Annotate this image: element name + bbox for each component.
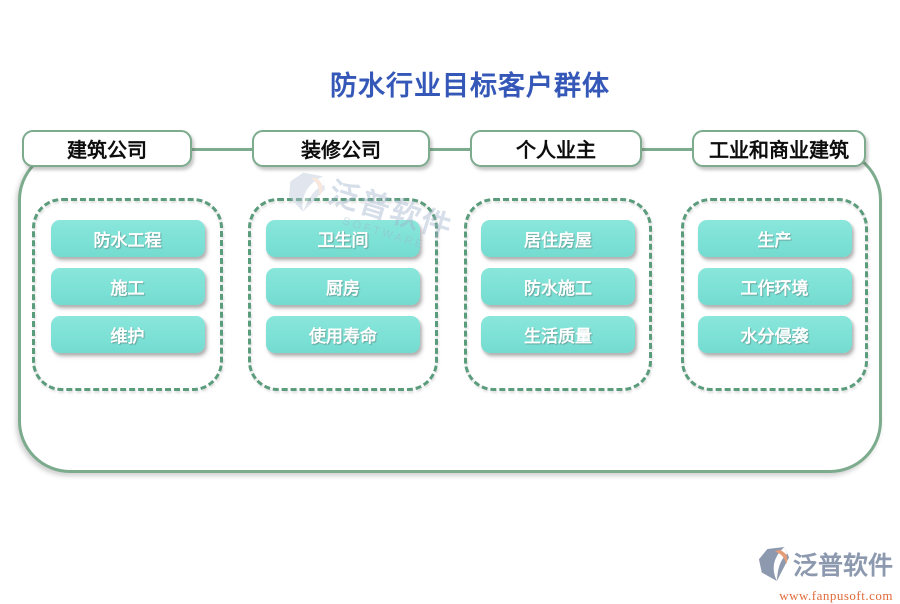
item-button: 防水施工	[481, 268, 635, 305]
item-button: 水分侵袭	[697, 316, 852, 353]
item-button: 居住房屋	[481, 220, 635, 257]
item-button: 生产	[697, 220, 852, 257]
item-button: 厨房	[266, 268, 420, 305]
customer-groups-container	[18, 148, 882, 473]
group-header-construction-company: 建筑公司	[22, 130, 192, 167]
group-box-individual-owner: 居住房屋 防水施工 生活质量	[464, 198, 652, 391]
group-box-industrial-commercial: 生产 工作环境 水分侵袭	[681, 198, 868, 391]
group-header-label: 工业和商业建筑	[709, 140, 849, 162]
item-button: 维护	[50, 316, 205, 353]
page-title: 防水行业目标客户群体	[330, 71, 610, 101]
item-button: 施工	[50, 268, 205, 305]
group-header-industrial-commercial: 工业和商业建筑	[692, 130, 866, 167]
item-button: 工作环境	[697, 268, 852, 305]
fanpu-branding: 泛普软件 www.fanpusoft.com	[758, 546, 893, 604]
item-button: 使用寿命	[266, 316, 420, 353]
item-button: 防水工程	[50, 220, 205, 257]
brand-url: www.fanpusoft.com	[779, 588, 893, 603]
item-button: 卫生间	[266, 220, 420, 257]
group-header-label: 个人业主	[516, 140, 596, 162]
group-box-decoration-company: 卫生间 厨房 使用寿命	[248, 198, 438, 391]
brand-name: 泛普软件	[792, 553, 893, 580]
group-header-label: 装修公司	[301, 140, 381, 162]
group-header-label: 建筑公司	[67, 140, 147, 162]
item-button: 生活质量	[481, 316, 635, 353]
group-header-decoration-company: 装修公司	[252, 130, 430, 167]
group-header-individual-owner: 个人业主	[470, 130, 642, 167]
group-box-construction-company: 防水工程 施工 维护	[32, 198, 223, 391]
fanpu-logo-icon	[758, 546, 790, 587]
